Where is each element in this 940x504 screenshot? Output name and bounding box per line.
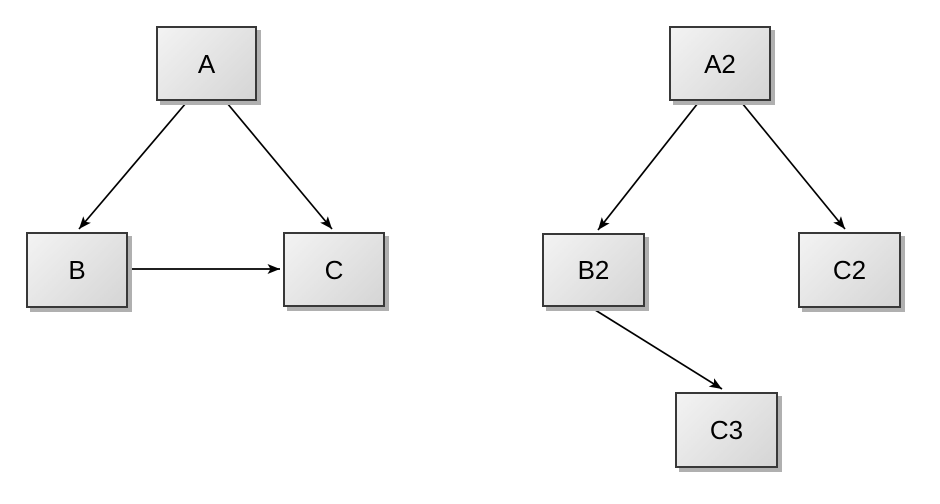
- node-label-B: B: [68, 255, 86, 285]
- node-label-B2: B2: [577, 255, 610, 285]
- node-label-C2: C2: [832, 255, 867, 285]
- node-label-C3: C3: [709, 415, 744, 445]
- node-C[interactable]: C: [283, 232, 385, 307]
- edge-A-B[interactable]: [78, 102, 187, 230]
- edge-B2-C3[interactable]: [591, 307, 723, 390]
- node-C2[interactable]: C2: [798, 232, 901, 308]
- node-B[interactable]: B: [26, 232, 128, 308]
- node-B2[interactable]: B2: [542, 233, 645, 307]
- node-label-A2: A2: [704, 48, 736, 79]
- node-C3[interactable]: C3: [675, 392, 778, 468]
- edge-A2-B2[interactable]: [597, 102, 699, 231]
- node-label-C: C: [324, 254, 344, 285]
- edge-A2-C2[interactable]: [741, 102, 846, 230]
- node-A2[interactable]: A2: [669, 26, 771, 101]
- edge-A-C[interactable]: [226, 102, 333, 230]
- node-label-A: A: [197, 48, 216, 79]
- node-A[interactable]: A: [156, 26, 257, 101]
